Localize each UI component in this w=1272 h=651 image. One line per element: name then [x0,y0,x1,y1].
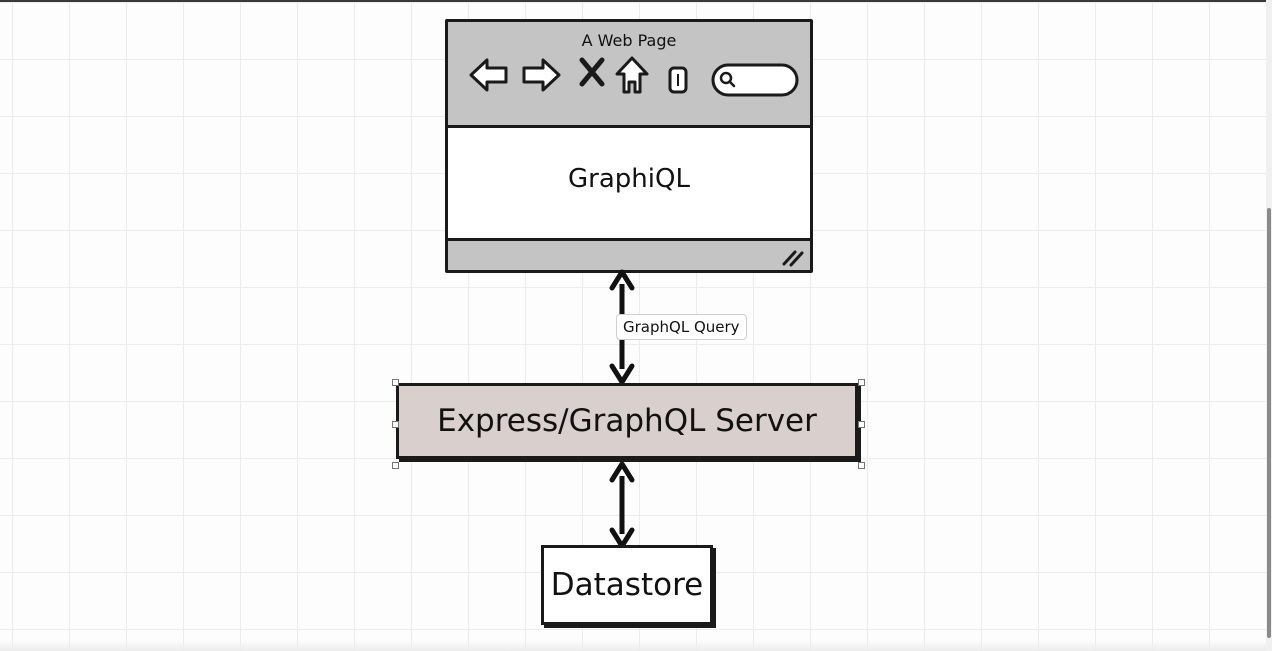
browser-toolbar [448,54,810,124]
close-x-icon [579,57,605,87]
search-icon[interactable] [710,62,800,98]
express-graphql-server-box[interactable]: Express/GraphQL Server [396,383,858,459]
graphiql-label: GraphiQL [568,164,690,194]
selection-handle[interactable] [858,379,865,386]
graphql-query-label[interactable]: GraphQL Query [616,314,747,340]
browser-content-area[interactable]: GraphiQL [448,125,810,241]
selection-handle[interactable] [392,462,399,469]
selection-handle[interactable] [858,421,865,428]
datastore-box[interactable]: Datastore [541,545,713,625]
resize-grip-icon[interactable] [780,247,806,267]
window-top-edge [0,0,1272,2]
home-icon [615,56,649,94]
browser-window-mockup[interactable]: A Web Page GraphiQL [445,19,813,273]
back-arrow-icon [469,58,508,92]
selection-handle[interactable] [392,379,399,386]
datastore-label: Datastore [550,567,704,603]
selection-handle[interactable] [858,462,865,469]
selection-handle[interactable] [392,421,399,428]
bottom-edge-shade [0,640,1266,651]
browser-title: A Web Page [581,31,677,50]
connector-server-datastore[interactable] [609,461,635,549]
bookmark-icon [668,66,688,94]
vertical-scrollbar-thumb[interactable] [1267,208,1271,638]
forward-arrow-icon [522,58,561,92]
server-label: Express/GraphQL Server [437,403,817,439]
